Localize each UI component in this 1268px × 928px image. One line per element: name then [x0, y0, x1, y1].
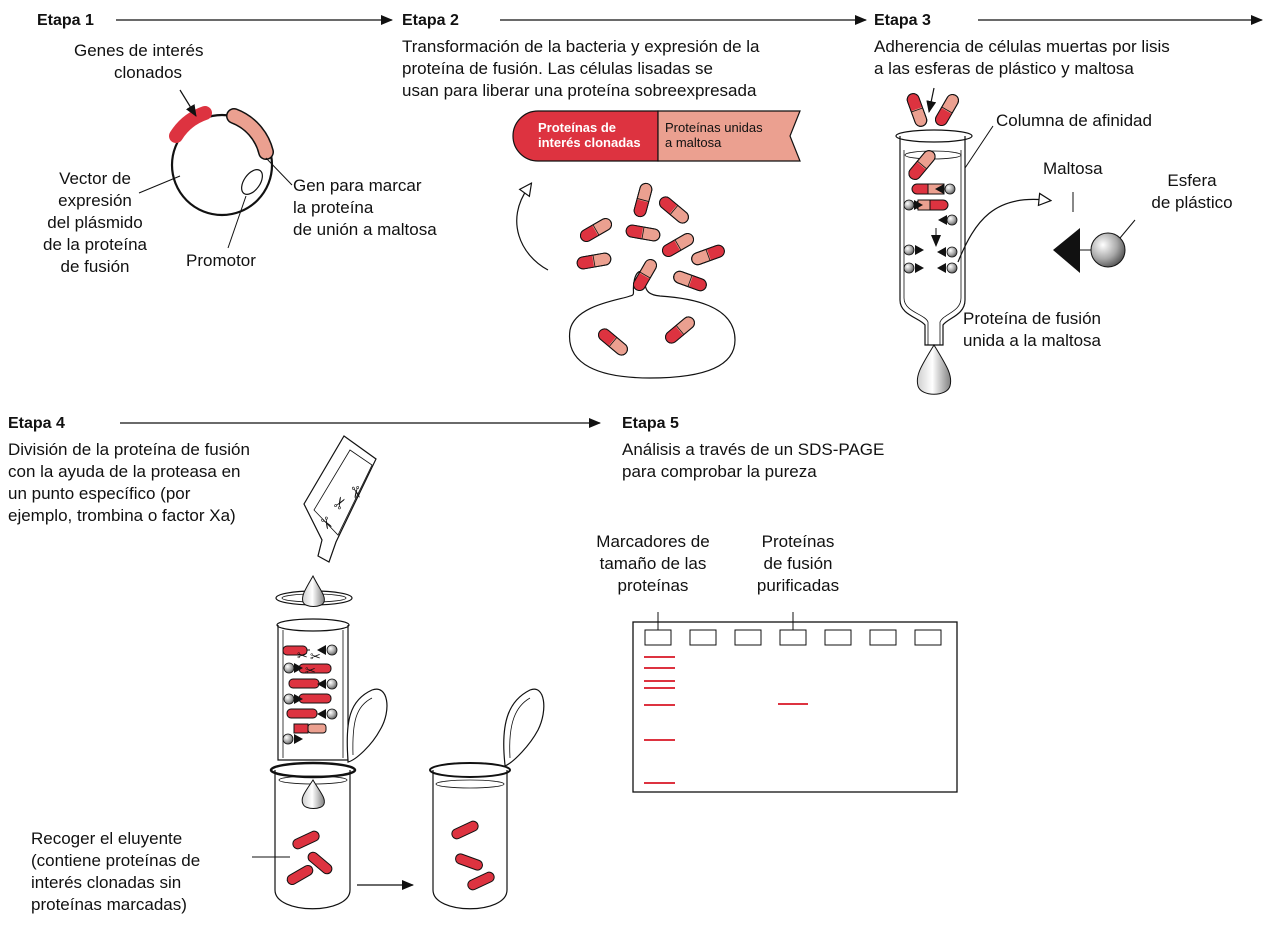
maltose-label: Maltosa	[1043, 159, 1103, 178]
svg-text:✂: ✂	[345, 484, 366, 501]
step2-desc-line2: proteína de fusión. Las células lisadas …	[402, 59, 713, 78]
tag-gene-label-line1: Gen para marcar	[293, 176, 422, 195]
plasmid-circle	[170, 113, 274, 217]
legend-pink-part	[657, 110, 801, 162]
release-arrow	[516, 188, 549, 271]
gel-outline	[632, 621, 958, 793]
collect-label-line3: interés clonadas sin	[31, 873, 182, 892]
collect-label-line1: Recoger el eluyente	[31, 829, 183, 848]
genes-label-line1: Genes de interés	[74, 41, 204, 60]
cleavage-column: ✂ ✂ ✂	[276, 618, 350, 761]
markers-label-line3: proteínas	[617, 576, 689, 595]
collect-label-line2: (contiene proteínas de	[31, 851, 201, 870]
protease-pipette: ✂ ✂ ✂	[275, 435, 377, 607]
legend-red-line2: interés clonadas	[538, 135, 641, 150]
promoter-label: Promotor	[186, 251, 256, 270]
step5-title: Etapa 5	[622, 415, 679, 432]
svg-text:✂: ✂	[297, 649, 308, 664]
sds-page-gel	[632, 612, 958, 793]
svg-text:✂: ✂	[305, 664, 316, 679]
collect-label-line4: proteínas marcadas)	[31, 895, 187, 914]
step4-desc-line1: División de la proteína de fusión	[8, 440, 250, 459]
legend-pink-line2: a maltosa	[665, 135, 722, 150]
markers-label-line2: tamaño de las	[599, 554, 707, 573]
markers-label-line1: Marcadores de	[596, 532, 710, 551]
step2-desc-line1: Transformación de la bacteria y expresió…	[402, 37, 760, 56]
step5-desc-line2: para comprobar la pureza	[622, 462, 817, 481]
step5-desc-line1: Análisis a través de un SDS-PAGE	[622, 440, 885, 459]
step1-title: Etapa 1	[37, 12, 94, 29]
collection-tube-2	[429, 688, 545, 910]
bead-label-line2: de plástico	[1151, 193, 1233, 212]
vector-label-line3: del plásmido	[47, 213, 143, 232]
fusion-label-line2: unida a la maltosa	[963, 331, 1101, 350]
step4-title: Etapa 4	[8, 415, 65, 432]
tag-gene-label-line3: de unión a maltosa	[293, 220, 437, 239]
fusion-label-line1: Proteína de fusión	[963, 309, 1101, 328]
vector-label-line4: de la proteína	[43, 235, 147, 254]
protein-legend-badge	[512, 110, 801, 162]
vector-label-line5: de fusión	[60, 257, 130, 276]
step2-desc-line3: usan para liberar una proteína sobreexpr…	[402, 81, 757, 100]
affinity-column	[895, 87, 1045, 395]
cell-outline	[568, 270, 736, 379]
step3-desc-line1: Adherencia de células muertas por lisis	[874, 37, 1170, 56]
plastic-bead	[1090, 232, 1126, 268]
step4-desc-line4: ejemplo, trombina o factor Xa)	[8, 506, 236, 525]
cloned-gene-segment	[169, 106, 212, 143]
promoter-segment	[241, 169, 263, 195]
svg-text:✂: ✂	[310, 650, 321, 665]
purified-label-line2: de fusión	[763, 554, 833, 573]
legend-red-part	[512, 110, 659, 162]
maltose-bead-zoom	[1053, 192, 1136, 273]
collection-tube-1	[269, 688, 388, 910]
legend-pink-line1: Proteínas unidas	[665, 120, 763, 135]
legend-red-line1: Proteínas de	[538, 120, 617, 135]
maltose-triangle	[1053, 228, 1080, 273]
step3-title: Etapa 3	[874, 12, 931, 29]
step3-desc-line2: a las esferas de plástico y maltosa	[874, 59, 1134, 78]
zoom-arrow	[957, 199, 1045, 263]
column-label: Columna de afinidad	[996, 111, 1152, 130]
vector-label-line2: expresión	[58, 191, 132, 210]
vector-label-line1: Vector de	[59, 169, 131, 188]
step2-title: Etapa 2	[402, 12, 459, 29]
step4-desc-line2: con la ayuda de la proteasa en	[8, 462, 241, 481]
genes-label-line2: clonados	[114, 63, 183, 82]
drop-stage3	[916, 344, 952, 395]
marker-bands	[644, 656, 675, 784]
purified-label-line1: Proteínas	[761, 532, 835, 551]
bead-label-line1: Esfera	[1167, 171, 1217, 190]
bacteria-diagram	[516, 181, 736, 379]
plasmid-diagram	[138, 89, 293, 249]
tag-gene-label-line2: la proteína	[293, 198, 374, 217]
step4-desc-line3: un punto específico (por	[8, 484, 191, 503]
purified-label-line3: purificadas	[756, 576, 840, 595]
